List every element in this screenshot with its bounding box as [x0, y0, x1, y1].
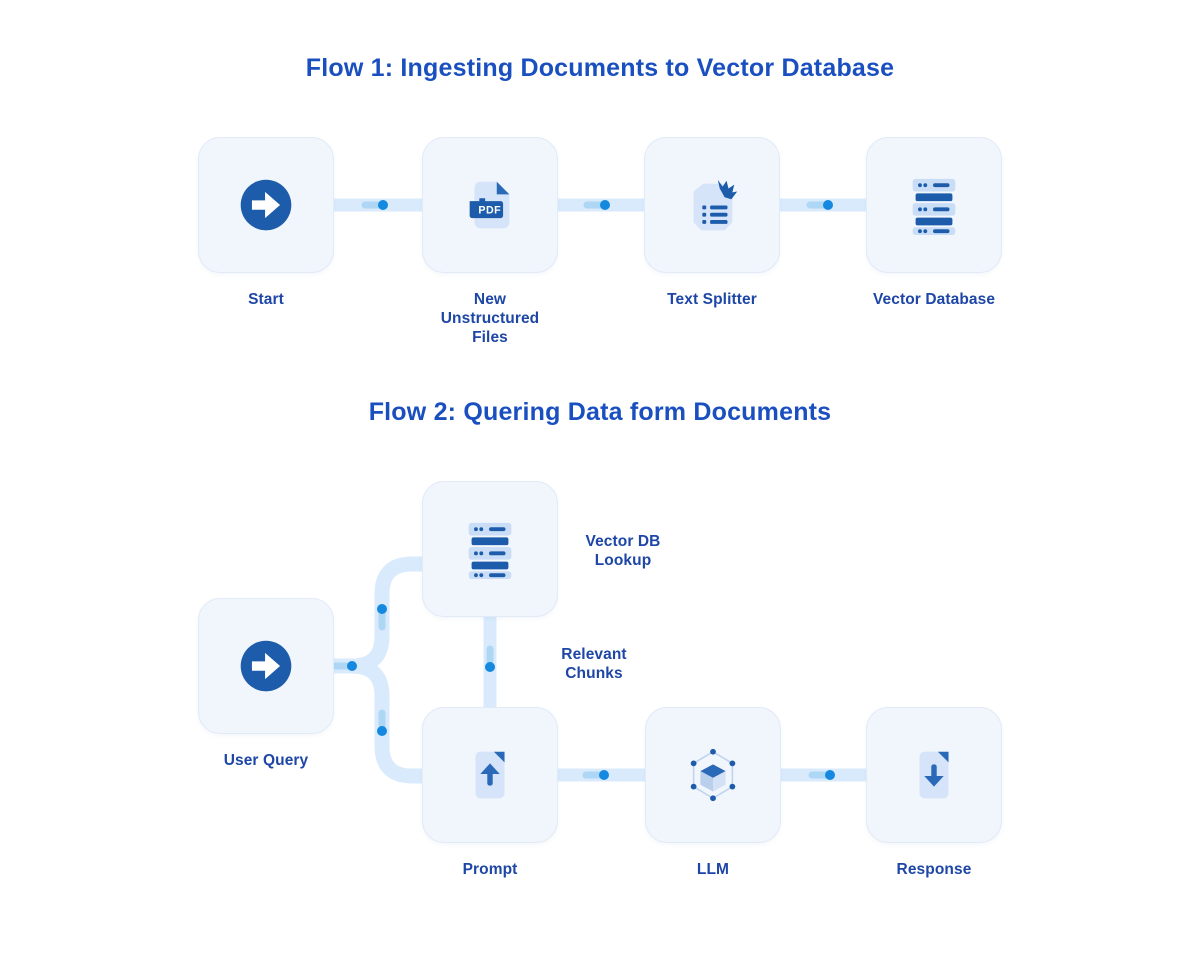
label-prompt: Prompt [462, 861, 518, 878]
label-relevant-chunks: Relevant Chunks [561, 646, 627, 682]
flow2-title: Flow 2: Quering Data form Documents [368, 398, 832, 426]
node-vector-db-lookup[interactable] [422, 481, 558, 617]
label-text-splitter: Text Splitter [667, 291, 757, 308]
arrow-right-circle-icon [240, 640, 292, 692]
label-new-unstructured-files: New Unstructured Files [440, 291, 540, 346]
node-response[interactable] [866, 707, 1002, 843]
flow1-title: Flow 1: Ingesting Documents to Vector Da… [305, 54, 895, 82]
flow-dot [377, 604, 387, 614]
node-text-splitter[interactable] [644, 137, 780, 273]
document-list-icon [693, 179, 738, 231]
flow-dot [600, 200, 610, 210]
label-llm: LLM [696, 861, 730, 878]
node-vector-database[interactable] [866, 137, 1002, 273]
label-vector-database: Vector Database [872, 291, 996, 308]
database-icon [468, 522, 512, 580]
flow-dot [823, 200, 833, 210]
node-user-query[interactable] [198, 598, 334, 734]
flow-dot [347, 661, 357, 671]
document-download-icon [919, 751, 949, 799]
label-start: Start [248, 291, 284, 308]
database-icon [912, 178, 956, 236]
flow-dot [378, 200, 388, 210]
cube-network-icon [690, 748, 736, 802]
flow-dot [599, 770, 609, 780]
node-llm[interactable] [645, 707, 781, 843]
flow-dot [377, 726, 387, 736]
label-vector-db-lookup: Vector DB Lookup [585, 533, 661, 569]
node-start[interactable] [198, 137, 334, 273]
svg-text:PDF: PDF [478, 205, 501, 217]
node-prompt[interactable] [422, 707, 558, 843]
pdf-file-icon: PDF [469, 181, 510, 229]
label-response: Response [896, 861, 972, 878]
node-new-unstructured-files[interactable]: PDF [422, 137, 558, 273]
flow-dot [485, 662, 495, 672]
flow-dot [825, 770, 835, 780]
label-user-query: User Query [223, 752, 309, 769]
arrow-right-circle-icon [240, 179, 292, 231]
document-upload-icon [475, 751, 505, 799]
